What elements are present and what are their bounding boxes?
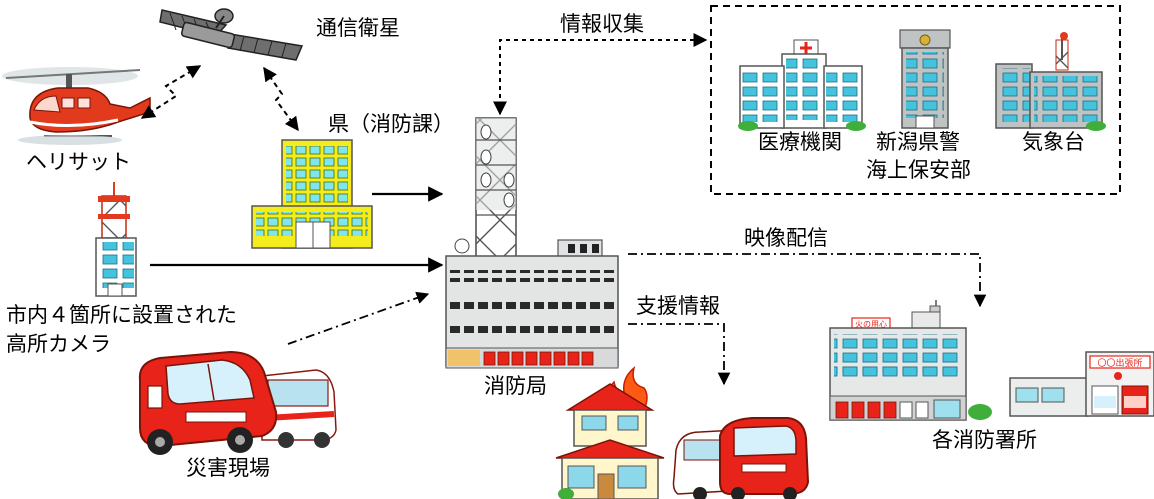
communication-tower-icon: [475, 117, 517, 259]
camera-tower-icon: [95, 182, 137, 297]
fire-station-branch-icon: [1009, 351, 1154, 417]
label-stations: 各消防署所: [932, 428, 1037, 452]
label-disaster-site: 災害現場: [186, 456, 270, 480]
burning-house-icon: [555, 365, 665, 499]
label-support-info: 支援情報: [636, 294, 720, 318]
support-info-arrow: [628, 323, 731, 386]
satellite-icon: [159, 8, 304, 61]
fire-hq-building-icon: [445, 238, 619, 369]
disaster-to-hq-arrow: [287, 291, 430, 345]
video-distribution-arrow: [628, 253, 987, 308]
label-weather: 気象台: [1022, 130, 1085, 154]
label-camera-line2: 高所カメラ: [6, 332, 111, 356]
label-camera-line1: 市内４箇所に設置された: [6, 303, 237, 327]
police-building-icon: [899, 29, 951, 129]
label-coast-guard: 海上保安部: [866, 158, 971, 182]
helicopter-icon: [2, 67, 151, 145]
label-fire-hq: 消防局: [484, 374, 547, 398]
label-video-distribution: 映像配信: [744, 226, 828, 250]
label-prefecture: 県（消防課）: [328, 112, 454, 136]
label-medical: 医療機関: [758, 130, 842, 154]
station-sign-branch: 〇〇出張所: [1097, 357, 1142, 369]
hospital-icon: [738, 39, 866, 131]
satellite-helicopter-link: [140, 65, 202, 119]
label-info-collection: 情報収集: [560, 12, 644, 36]
weather-station-icon: [995, 32, 1106, 131]
fire-trucks-icon: [138, 350, 337, 455]
prefecture-building-icon: [251, 139, 373, 249]
label-satellite: 通信衛星: [316, 16, 400, 40]
info-collection-arrow: [493, 33, 708, 116]
label-heliport: ヘリサット: [26, 150, 131, 174]
fire-station-main-icon: [829, 300, 992, 421]
info-sources-box: [710, 5, 1121, 195]
satellite-prefecture-link: [263, 66, 299, 132]
label-police: 新潟県警: [876, 130, 960, 154]
responding-trucks-icon: [672, 417, 810, 499]
station-sign-main: 火の用心: [855, 320, 887, 329]
